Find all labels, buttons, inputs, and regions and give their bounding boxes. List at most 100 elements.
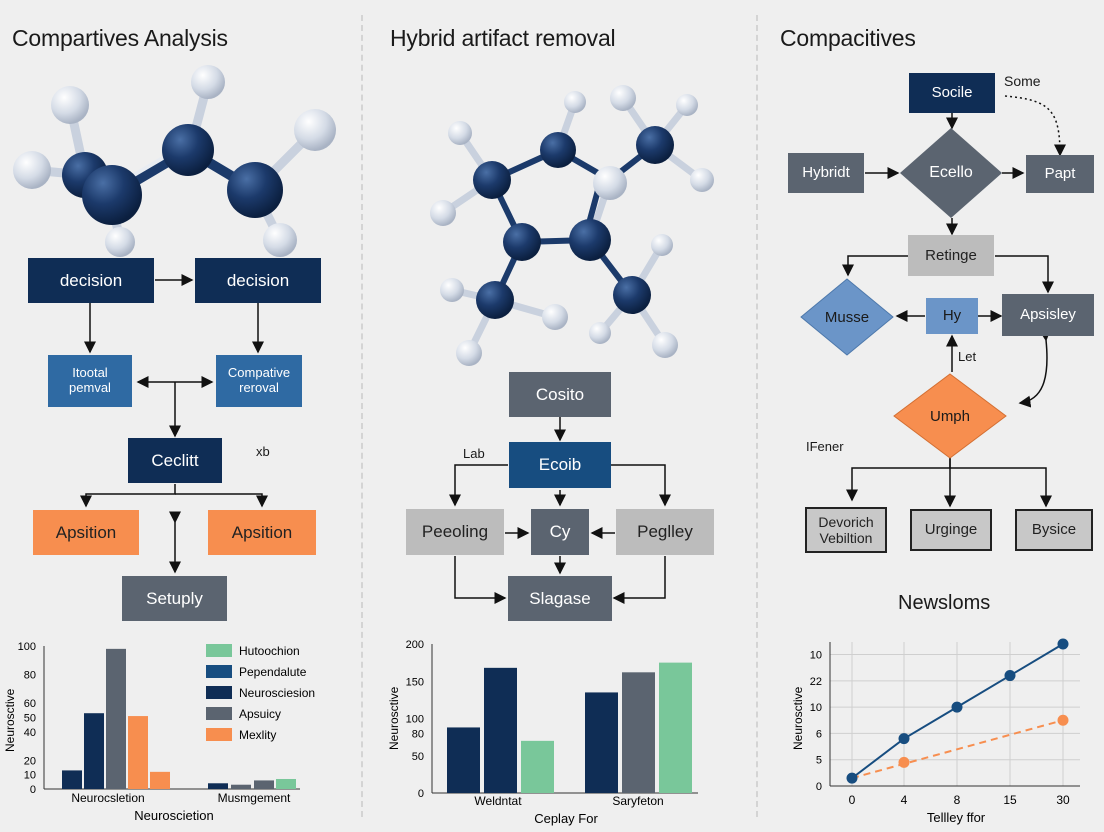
chart-middle-bar bbox=[622, 672, 655, 793]
chart-middle-bar bbox=[484, 667, 517, 793]
umph-diamond: Umph bbox=[893, 373, 1007, 459]
hy-node: Hy bbox=[926, 298, 978, 334]
some-note: Some bbox=[1004, 73, 1041, 89]
chart-right-ytick: 5 bbox=[816, 755, 822, 767]
output-node-2: Urginge bbox=[910, 509, 992, 551]
chart-left-ytick: 60 bbox=[24, 698, 36, 710]
chart-left-bar bbox=[150, 771, 170, 789]
chart-middle-xlabel: Ceplay For bbox=[534, 811, 598, 826]
removal-node-b: Compative reroval bbox=[216, 355, 302, 407]
chart-right-point bbox=[951, 701, 963, 713]
chart-left-bar bbox=[231, 784, 251, 789]
chart-right-line-dashed bbox=[851, 719, 1064, 780]
chart-left-ytick: 100 bbox=[18, 641, 36, 653]
chart-middle-ytick: 200 bbox=[406, 639, 424, 651]
chart-right-xtick: 0 bbox=[849, 793, 856, 807]
chart-middle-bar bbox=[659, 662, 692, 793]
chart-right-point bbox=[898, 756, 910, 768]
separator-right bbox=[756, 15, 758, 817]
chart-left-bar bbox=[84, 713, 104, 789]
chart-middle-ytick: 150 bbox=[406, 676, 424, 688]
panel-title-left: Compartives Analysis bbox=[12, 25, 228, 51]
ifener-label: IFener bbox=[806, 439, 844, 454]
output-node-3: Bysice bbox=[1015, 509, 1093, 551]
chart-middle-bar bbox=[585, 692, 618, 793]
chart-left-ytick: 80 bbox=[24, 670, 36, 682]
chart-left-legend-label: Mexlity bbox=[239, 728, 276, 742]
chart-right-ylabel: Neurosctive bbox=[791, 686, 805, 750]
chart-left-legend-swatch bbox=[206, 707, 232, 720]
chart-right-point bbox=[1057, 714, 1069, 726]
chart-right-ytick: 22 bbox=[810, 676, 822, 688]
center-node: Ceclitt bbox=[128, 438, 222, 483]
separator-left bbox=[361, 15, 363, 817]
molecule-left bbox=[13, 65, 336, 257]
chart-left-bar bbox=[254, 780, 274, 789]
left-node-middle: Peeoling bbox=[406, 509, 504, 555]
chart-right-xlabel: Tellley ffor bbox=[927, 810, 986, 825]
chart-right-point bbox=[1057, 638, 1069, 650]
chart-left-legend-label: Hutoochion bbox=[239, 644, 300, 658]
chart-middle-bar bbox=[521, 740, 554, 793]
chart-right-title: Newsloms bbox=[898, 592, 991, 614]
right-node-middle: Peglley bbox=[616, 509, 714, 555]
chart-left-bar bbox=[276, 778, 296, 789]
socile-node: Socile bbox=[909, 73, 995, 113]
ecello-diamond: Ecello bbox=[900, 128, 1002, 218]
chart-middle-bar bbox=[447, 727, 480, 793]
chart-left-cat-1: Neurocsletion bbox=[71, 791, 144, 805]
center-node-middle: Ecoib bbox=[509, 442, 611, 488]
chart-right-point bbox=[898, 733, 910, 745]
panel-title-middle: Hybrid artifact removal bbox=[390, 25, 616, 51]
decision-node-b: decision bbox=[195, 258, 321, 303]
chart-left-bar bbox=[128, 716, 148, 789]
retinge-node: Retinge bbox=[908, 235, 994, 276]
connectors-middle bbox=[449, 416, 671, 604]
top-node: Cosito bbox=[509, 372, 611, 417]
molecule-middle bbox=[430, 85, 714, 366]
chart-middle-cat-1: Weldntat bbox=[474, 794, 522, 808]
chart-left-xlabel: Neuroscietion bbox=[134, 808, 214, 823]
chart-left-legend-label: Apsuicy bbox=[239, 707, 281, 721]
output-node-left: Apsition bbox=[33, 510, 139, 555]
chart-left-ytick: 40 bbox=[24, 727, 36, 739]
chart-middle-cat-2: Saryfeton bbox=[612, 794, 663, 808]
chart-left-bar bbox=[208, 783, 228, 789]
umph-label: Umph bbox=[929, 407, 970, 425]
chart-left-legend-swatch bbox=[206, 644, 232, 657]
apsisley-node: Apsisley bbox=[1002, 294, 1094, 336]
ecello-label: Ecello bbox=[929, 164, 973, 181]
chart-right-point bbox=[1004, 670, 1016, 682]
chart-left-ylabel: Neurosctive bbox=[3, 688, 17, 752]
chart-left-legend-swatch bbox=[206, 665, 232, 678]
output-node-right: Apsition bbox=[208, 510, 316, 555]
chart-left-cat-2: Musmgement bbox=[218, 791, 291, 805]
chart-right-xtick: 4 bbox=[901, 793, 908, 807]
mid-node-middle: Cy bbox=[531, 509, 589, 555]
chart-middle-ytick: 80 bbox=[412, 728, 424, 740]
panel-title-right: Compacitives bbox=[780, 25, 916, 51]
chart-right-ytick: 6 bbox=[816, 728, 822, 740]
side-note: xb bbox=[256, 444, 270, 459]
chart-left-ytick: 20 bbox=[24, 755, 36, 767]
hybrid-node: Hybridt bbox=[788, 153, 864, 193]
chart-left-legend-swatch bbox=[206, 686, 232, 699]
decision-node-a: decision bbox=[28, 258, 154, 303]
chart-right-xtick: 15 bbox=[1003, 793, 1017, 807]
chart-left-ytick: 50 bbox=[24, 713, 36, 725]
musse-label: Musse bbox=[824, 308, 870, 326]
chart-middle-ytick: 0 bbox=[418, 788, 424, 800]
chart-left-bar bbox=[106, 648, 126, 789]
chart-right-xtick: 8 bbox=[954, 793, 961, 807]
musse-diamond: Musse bbox=[800, 278, 894, 356]
chart-right-ytick: 0 bbox=[816, 781, 822, 793]
chart-right-point bbox=[846, 772, 858, 784]
chart-middle-ylabel: Neurosctive bbox=[387, 686, 401, 750]
papt-node: Papt bbox=[1026, 155, 1094, 193]
chart-right-ytick: 10 bbox=[810, 650, 822, 662]
output-node-1: Devorich Vebiltion bbox=[805, 507, 887, 553]
chart-middle-ytick: 50 bbox=[412, 751, 424, 763]
